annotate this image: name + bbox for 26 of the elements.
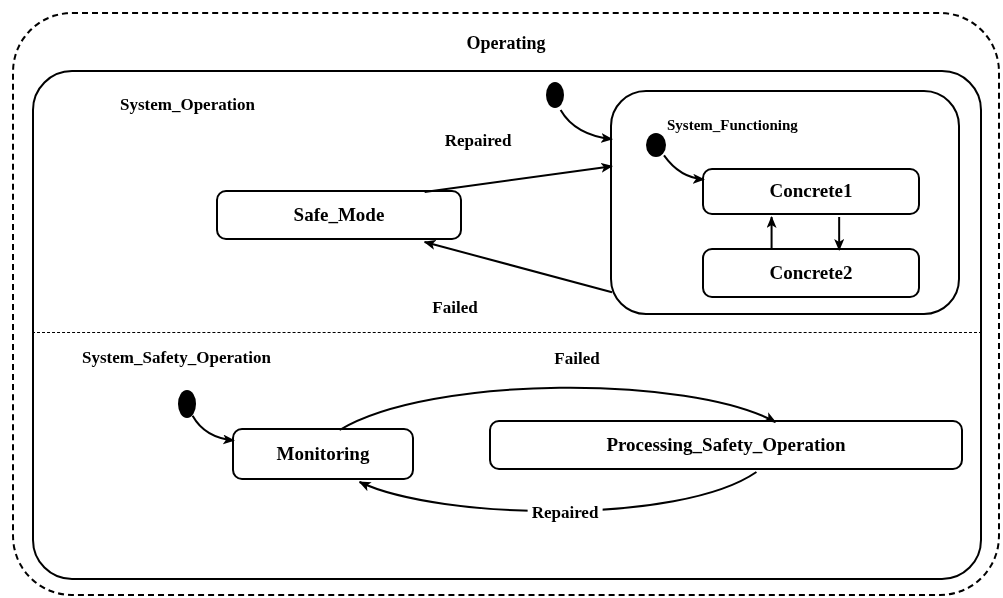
transition-arrow — [834, 216, 845, 251]
transition-arrow — [663, 154, 705, 184]
state-name: System_Safety_Operation — [82, 347, 271, 369]
initial-state-dot — [546, 82, 564, 108]
state-name: Monitoring — [276, 441, 370, 466]
initial-state-dot — [646, 133, 666, 157]
state-box — [489, 420, 963, 470]
composite-state — [610, 90, 960, 315]
state-box — [216, 190, 462, 240]
state-name: Concrete1 — [769, 179, 853, 204]
initial-state-dot — [178, 390, 196, 418]
state-name: System_Functioning — [667, 116, 798, 135]
transition-arrow — [766, 216, 777, 251]
transition-arrow — [191, 414, 235, 445]
state-name: System_Operation — [120, 94, 256, 116]
transition-arrow — [559, 109, 613, 143]
state-name: Safe_Mode — [293, 202, 385, 227]
state-name: Operating — [466, 32, 546, 55]
transition-arrow — [338, 386, 777, 431]
state-box — [702, 168, 920, 215]
state-name: Processing_Safety_Operation — [606, 432, 846, 457]
state-box — [232, 428, 414, 480]
state-box — [702, 248, 920, 298]
state-name: Concrete2 — [769, 260, 853, 285]
transition-arrow — [423, 240, 613, 294]
transition-arrow — [423, 162, 613, 193]
